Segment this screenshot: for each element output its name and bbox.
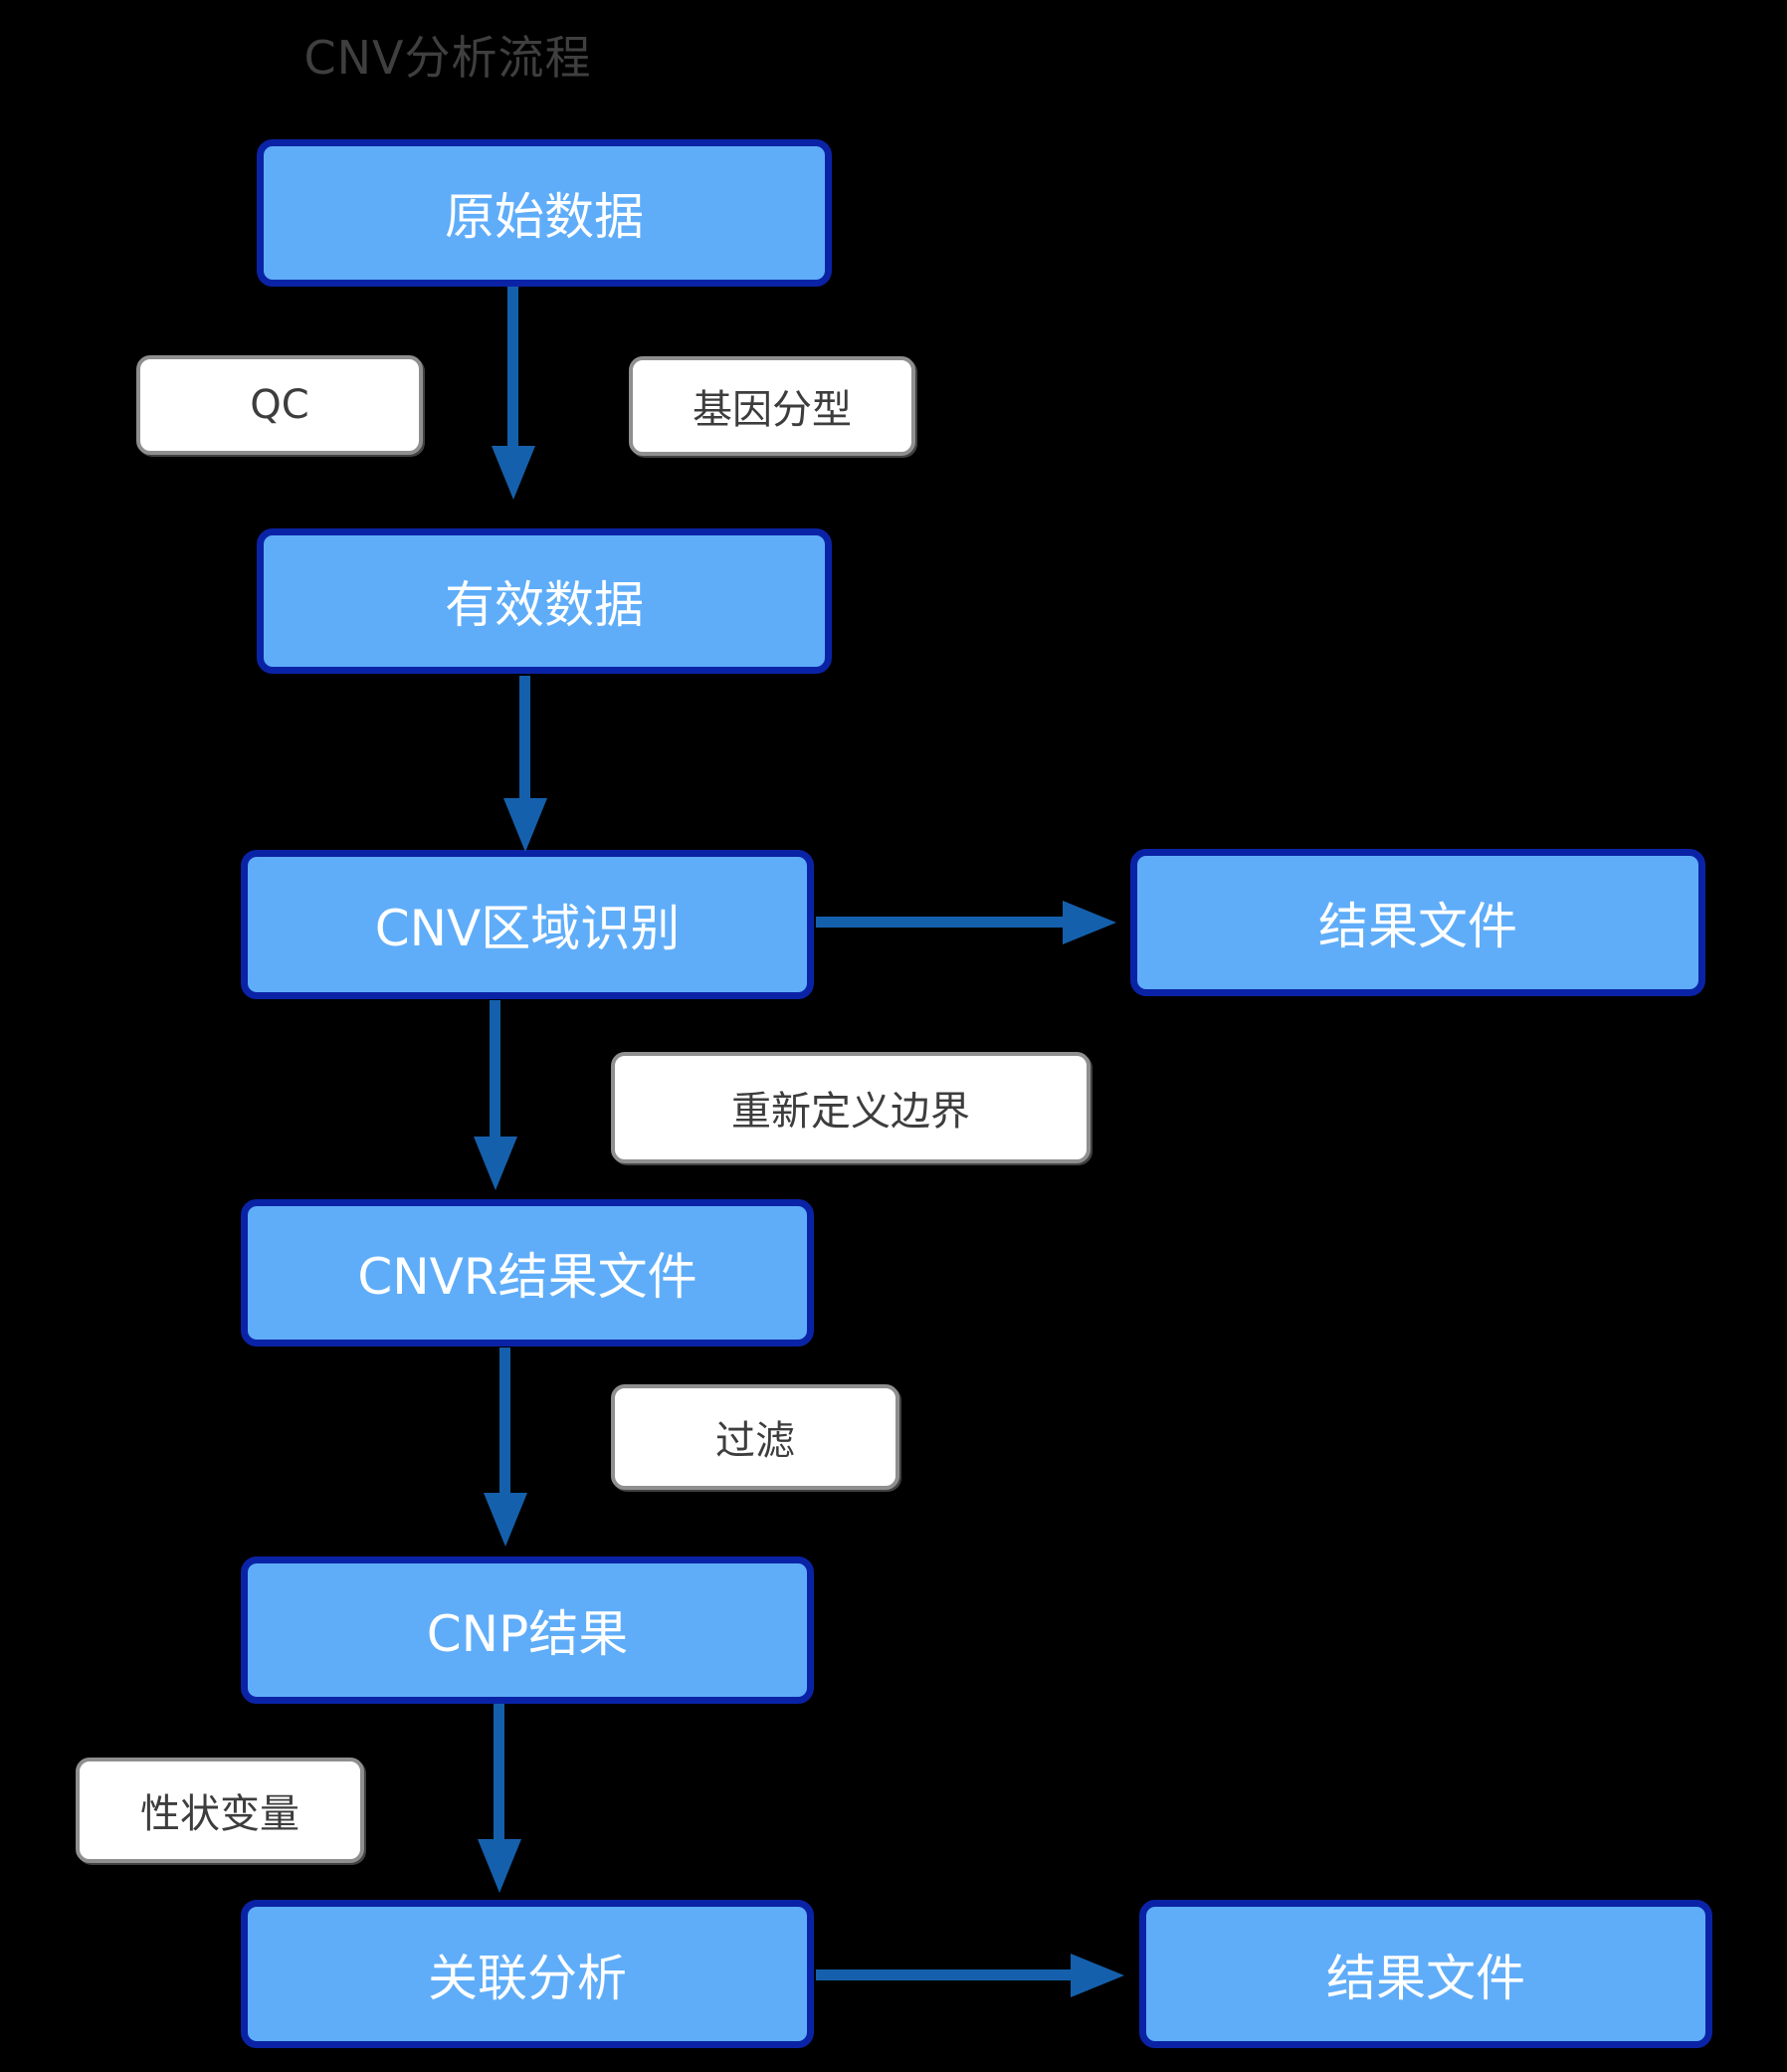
node-association-analysis: 关联分析 bbox=[241, 1900, 814, 2048]
arrow-raw-to-valid-head-icon bbox=[492, 446, 535, 500]
edge-label-genotyping: 基因分型 bbox=[629, 356, 915, 456]
arrow-association-to-result-head-icon bbox=[1071, 1954, 1124, 1997]
edge-label-trait-variable: 性状变量 bbox=[76, 1758, 364, 1863]
edge-label-filter: 过滤 bbox=[611, 1384, 899, 1490]
node-result-file-top: 结果文件 bbox=[1130, 849, 1705, 996]
arrow-cnvregion-to-result-head-icon bbox=[1063, 901, 1116, 944]
arrow-raw-to-valid-line bbox=[507, 287, 518, 448]
diagram-title: CNV分析流程 bbox=[303, 31, 592, 85]
node-cnvr-result-file: CNVR结果文件 bbox=[241, 1199, 814, 1347]
arrow-cnvr-to-cnp-line bbox=[499, 1347, 510, 1495]
arrow-valid-to-cnvregion-head-icon bbox=[503, 798, 547, 852]
arrow-cnvregion-to-cnvr-head-icon bbox=[474, 1137, 517, 1190]
node-cnp-result: CNP结果 bbox=[241, 1556, 814, 1704]
arrow-valid-to-cnvregion-line bbox=[519, 676, 530, 803]
arrow-association-to-result-line bbox=[816, 1969, 1073, 1980]
edge-label-redefine-boundary: 重新定义边界 bbox=[611, 1052, 1091, 1163]
arrow-cnp-to-association-head-icon bbox=[478, 1839, 521, 1893]
edge-label-qc: QC bbox=[136, 355, 423, 455]
arrow-cnp-to-association-line bbox=[494, 1704, 504, 1841]
arrow-cnvr-to-cnp-head-icon bbox=[484, 1493, 527, 1547]
node-raw-data: 原始数据 bbox=[257, 139, 832, 287]
node-cnv-region-identification: CNV区域识别 bbox=[241, 850, 814, 999]
arrow-cnvregion-to-result-line bbox=[816, 917, 1065, 928]
arrow-cnvregion-to-cnvr-line bbox=[490, 1000, 500, 1140]
node-result-file-bottom: 结果文件 bbox=[1139, 1900, 1712, 2048]
node-valid-data: 有效数据 bbox=[257, 528, 832, 674]
